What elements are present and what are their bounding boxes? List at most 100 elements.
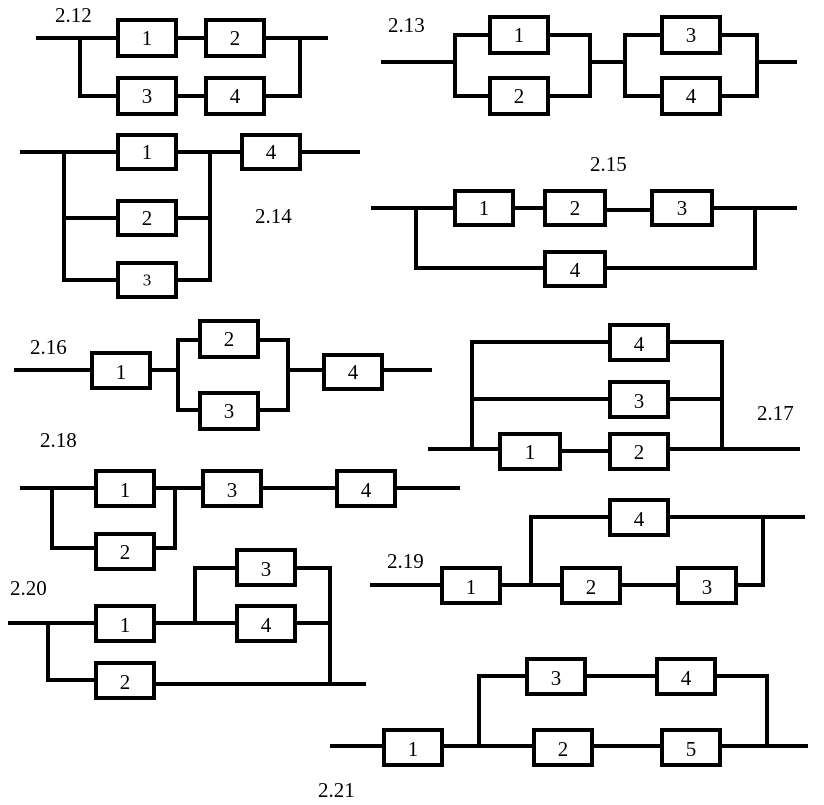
block: 3	[116, 261, 178, 299]
svg-text:4: 4	[686, 84, 697, 108]
block: 4	[240, 133, 302, 171]
diagram-2-19: 2.19 4 1 2 3	[370, 498, 805, 605]
block: 2	[94, 532, 156, 571]
block: 1	[382, 728, 444, 767]
svg-text:3: 3	[227, 478, 238, 502]
block: 3	[660, 15, 722, 55]
svg-text:4: 4	[570, 258, 581, 282]
block: 1	[440, 566, 502, 605]
svg-text:1: 1	[142, 140, 153, 164]
svg-text:2: 2	[120, 670, 131, 694]
diagram-2-20: 2.20 3 1 4 2	[8, 548, 366, 700]
svg-text:1: 1	[408, 737, 419, 761]
diagram-label: 2.20	[10, 576, 47, 600]
block: 1	[498, 432, 562, 471]
svg-text:3: 3	[551, 666, 562, 690]
block: 1	[116, 133, 178, 171]
svg-text:2: 2	[514, 84, 525, 108]
diagram-label: 2.17	[757, 401, 794, 425]
svg-text:3: 3	[261, 557, 272, 581]
svg-text:2: 2	[634, 440, 645, 464]
diagram-label: 2.12	[55, 3, 92, 27]
svg-text:4: 4	[634, 332, 645, 356]
svg-text:4: 4	[361, 478, 372, 502]
svg-text:3: 3	[702, 575, 713, 599]
block: 1	[90, 351, 152, 390]
diagram-2-17: 2.17 4 3 1 2	[428, 323, 800, 471]
block: 4	[655, 657, 717, 696]
svg-text:3: 3	[224, 399, 235, 423]
svg-text:1: 1	[514, 23, 525, 47]
svg-text:2: 2	[142, 206, 153, 230]
block: 1	[94, 604, 156, 643]
block: 4	[235, 604, 297, 643]
block: 1	[94, 469, 156, 508]
diagram-label: 2.19	[387, 549, 424, 573]
diagram-2-15: 2.15 1 2 3 4	[371, 152, 797, 288]
block: 2	[543, 189, 607, 227]
block: 1	[116, 18, 178, 58]
svg-text:2: 2	[558, 737, 569, 761]
block: 2	[532, 728, 594, 767]
svg-text:4: 4	[348, 360, 359, 384]
svg-text:2: 2	[120, 540, 131, 564]
block: 2	[94, 661, 156, 700]
block: 4	[608, 323, 670, 362]
diagram-label: 2.15	[590, 152, 627, 176]
svg-text:1: 1	[525, 440, 536, 464]
block: 3	[608, 380, 670, 419]
svg-text:3: 3	[143, 271, 152, 290]
svg-text:2: 2	[224, 327, 235, 351]
block: 3	[676, 566, 738, 605]
block: 2	[116, 199, 178, 237]
diagram-2-13: 2.13 1 2 3 4	[381, 13, 797, 116]
svg-text:1: 1	[120, 478, 131, 502]
svg-text:4: 4	[266, 140, 277, 164]
block: 2	[488, 76, 550, 116]
block: 3	[525, 657, 587, 696]
diagram-label: 2.13	[388, 13, 425, 37]
svg-text:3: 3	[677, 196, 688, 220]
block: 5	[660, 728, 722, 767]
block: 2	[560, 566, 622, 605]
block: 2	[608, 432, 670, 471]
diagram-label: 2.21	[318, 778, 355, 802]
block: 4	[322, 353, 384, 391]
block: 3	[650, 189, 714, 227]
svg-text:3: 3	[634, 389, 645, 413]
svg-text:4: 4	[634, 507, 645, 531]
block: 4	[608, 498, 670, 537]
block: 4	[543, 250, 607, 288]
diagram-2-16: 2.16 1 2 3 4	[14, 319, 432, 431]
block: 3	[198, 391, 260, 431]
svg-text:2: 2	[570, 196, 581, 220]
block: 4	[660, 76, 722, 116]
diagram-2-18: 2.18 1 3 4 2	[20, 428, 460, 571]
svg-text:4: 4	[681, 666, 692, 690]
block: 1	[453, 189, 515, 227]
block: 2	[204, 18, 266, 58]
svg-text:4: 4	[230, 84, 241, 108]
block: 3	[201, 469, 263, 508]
block: 1	[488, 15, 550, 55]
svg-text:5: 5	[686, 737, 697, 761]
diagram-2-21: 2.21 3 4 1 2 5	[318, 657, 808, 802]
svg-text:4: 4	[261, 613, 272, 637]
diagram-label: 2.18	[40, 428, 77, 452]
svg-text:1: 1	[120, 613, 131, 637]
svg-text:1: 1	[466, 575, 477, 599]
svg-text:1: 1	[142, 26, 153, 50]
svg-text:3: 3	[142, 84, 153, 108]
block: 3	[235, 548, 297, 587]
svg-text:1: 1	[479, 196, 490, 220]
svg-text:2: 2	[230, 26, 241, 50]
diagram-2-12: 2.12 1 2 3 4	[36, 3, 328, 116]
block: 4	[204, 76, 266, 116]
block: 2	[198, 319, 260, 359]
block: 4	[335, 469, 397, 508]
svg-text:3: 3	[686, 23, 697, 47]
svg-text:2: 2	[586, 575, 597, 599]
svg-text:1: 1	[116, 360, 127, 384]
diagram-label: 2.16	[30, 335, 67, 359]
